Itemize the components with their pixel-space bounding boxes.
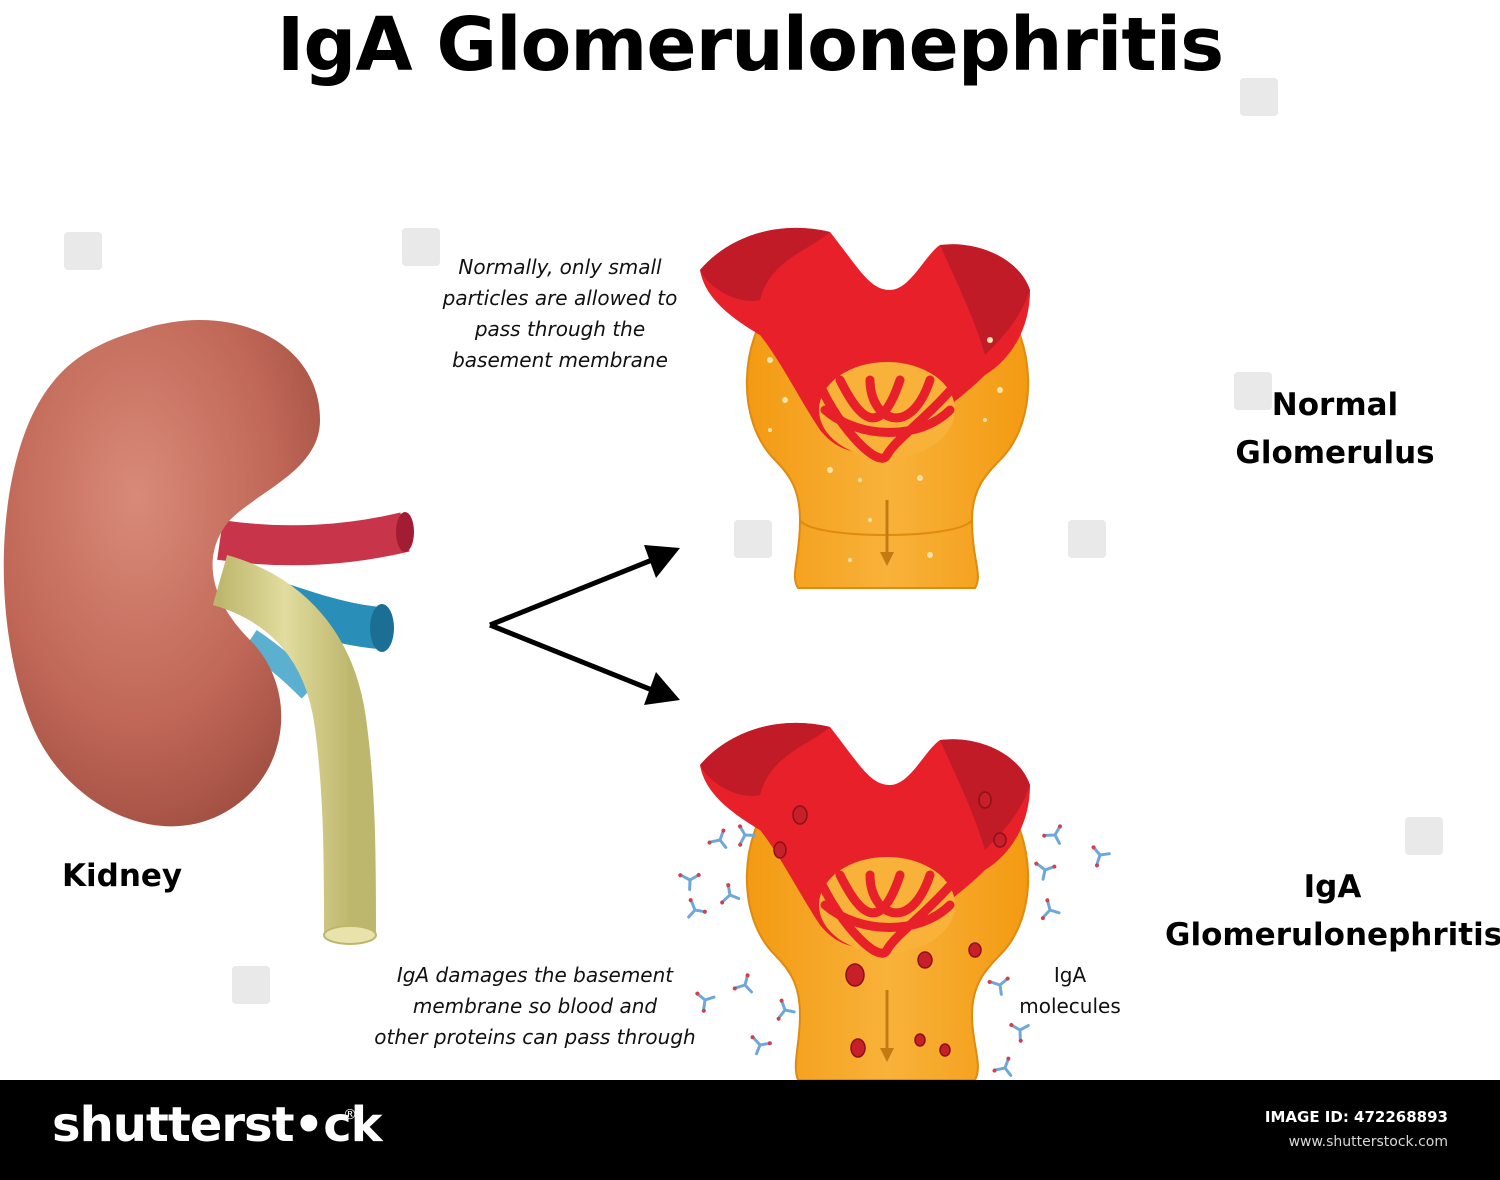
- watermark-tiles: [64, 78, 1443, 1004]
- footer-bar: [0, 1080, 1500, 1180]
- renal-artery: [217, 512, 410, 566]
- renal-vein-opening: [370, 604, 394, 652]
- branch-arrows: [489, 557, 653, 693]
- registered-mark: ®: [343, 1107, 357, 1123]
- normal-glomerulus-illustration: [700, 227, 1030, 589]
- iga-label-line2: Glomerulonephritis: [1165, 917, 1500, 953]
- damaged-note: IgA damages the basement membrane so blo…: [350, 960, 720, 1053]
- iga-label-line1: IgA: [1303, 869, 1362, 905]
- kidney-shape: [3, 320, 320, 827]
- damaged-note-line: other proteins can pass through: [374, 1025, 696, 1049]
- damaged-note-line: IgA damages the basement: [396, 963, 674, 987]
- iga-glomerulonephritis-label: IgA Glomerulonephritis: [1165, 863, 1500, 959]
- normal-note: Normally, only small particles are allow…: [410, 252, 710, 376]
- iga-molecules-line1: IgA: [1053, 963, 1087, 987]
- damaged-note-line: membrane so blood and: [412, 994, 658, 1018]
- footer-brand: shutterst•ck: [52, 1097, 383, 1153]
- diagram-canvas: [3, 78, 1443, 1080]
- kidney-label: Kidney: [62, 858, 183, 894]
- ureter: [212, 555, 376, 936]
- image-id: IMAGE ID: 472268893: [1264, 1108, 1448, 1126]
- kidney-illustration: [3, 320, 414, 945]
- arrow-head-upper: [644, 545, 680, 578]
- site-url[interactable]: www.shutterstock.com: [1288, 1134, 1448, 1150]
- normal-note-line: pass through the: [474, 317, 646, 341]
- normal-label-line2: Glomerulus: [1235, 435, 1435, 471]
- iga-molecules-line2: molecules: [1019, 994, 1121, 1018]
- iga-glomerulus-illustration: [676, 722, 1113, 1080]
- page-title: IgA Glomerulonephritis: [276, 2, 1224, 88]
- normal-note-line: basement membrane: [452, 348, 668, 372]
- normal-glomerulus-label: Normal Glomerulus: [1180, 381, 1490, 477]
- arrow-head-lower: [644, 672, 680, 705]
- iga-molecules-label: IgA molecules: [1000, 960, 1140, 1022]
- normal-note-line: particles are allowed to: [442, 286, 678, 310]
- normal-label-line1: Normal: [1271, 387, 1399, 423]
- normal-note-line: Normally, only small: [458, 255, 662, 279]
